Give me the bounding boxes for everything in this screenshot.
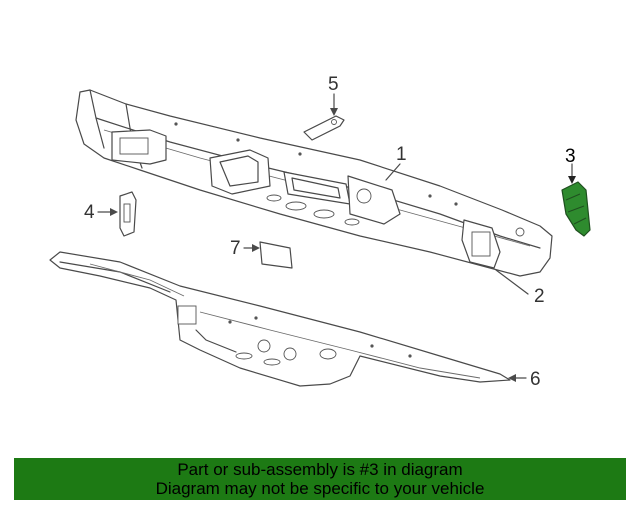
banner-line-1: Part or sub-assembly is #3 in diagram bbox=[177, 460, 463, 479]
callout-1: 1 bbox=[396, 144, 407, 165]
leader-lines bbox=[97, 93, 576, 382]
callout-4: 4 bbox=[84, 202, 95, 223]
callout-2: 2 bbox=[534, 286, 545, 307]
banner-line-2: Diagram may not be specific to your vehi… bbox=[155, 479, 485, 498]
callout-3: 3 bbox=[565, 146, 576, 167]
part-7-pad bbox=[259, 241, 293, 269]
info-banner: Part or sub-assembly is #3 in diagram Di… bbox=[14, 458, 626, 500]
bumper-face-bar bbox=[75, 89, 553, 277]
part-4-bracket bbox=[119, 191, 137, 237]
callout-7: 7 bbox=[230, 238, 241, 259]
part-5-bracket bbox=[303, 115, 345, 141]
callout-5: 5 bbox=[328, 74, 339, 95]
part-6-step-pad bbox=[49, 251, 511, 387]
callout-6: 6 bbox=[530, 369, 541, 390]
part-3-highlighted-bracket bbox=[561, 181, 591, 237]
